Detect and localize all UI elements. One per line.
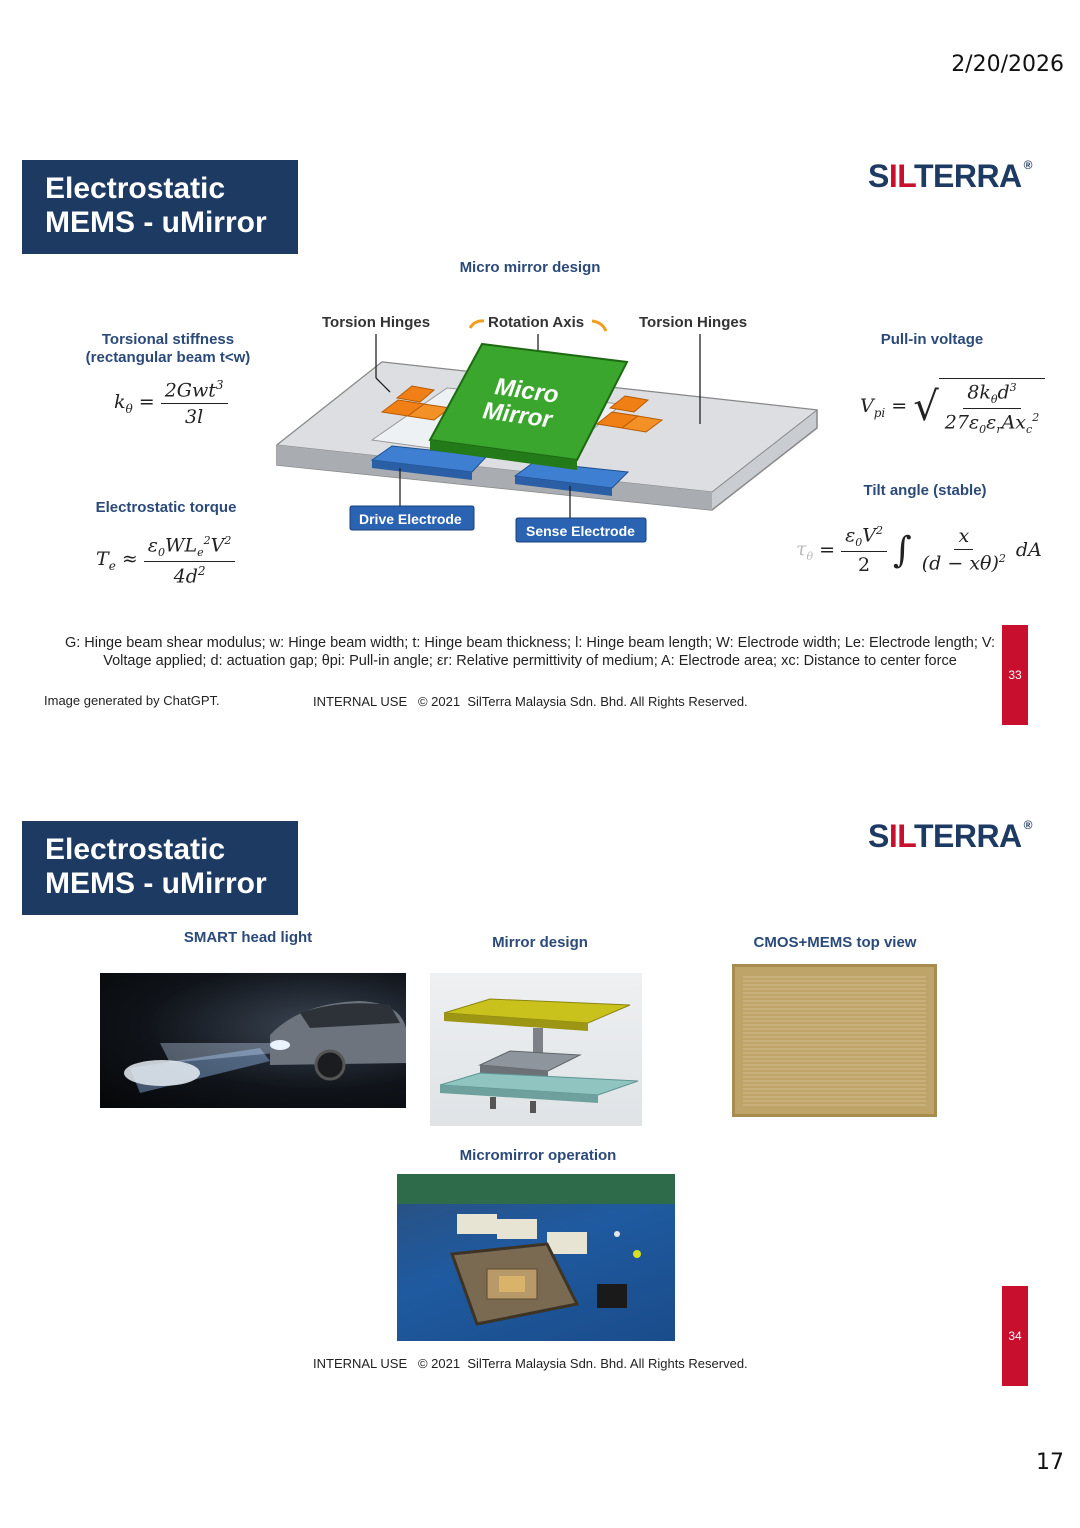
smart-head-light-label: SMART head light	[183, 929, 313, 946]
cmos-mems-label: CMOS+MEMS top view	[753, 934, 917, 951]
rotation-arrow-right	[591, 319, 608, 332]
electrostatic-torque-label: Electrostatic torque	[95, 499, 237, 516]
page-date: 2/20/2026	[951, 52, 1064, 77]
silterra-logo: SILTERRA®	[868, 818, 1032, 854]
sense-electrode-tag	[515, 517, 647, 543]
footer-copyright: INTERNAL USE © 2021 SilTerra Malaysia Sd…	[313, 1356, 748, 1371]
mirror-design-label: Mirror design	[492, 934, 588, 951]
pull-in-voltage-label: Pull-in voltage	[880, 331, 984, 348]
slide-title: Electrostatic MEMS - uMirror	[22, 821, 298, 915]
symbol-legend: G: Hinge beam shear modulus; w: Hinge be…	[64, 635, 996, 669]
slide-number-33: 33	[1002, 625, 1028, 725]
silterra-logo: SILTERRA®	[868, 158, 1032, 194]
drive-electrode-tag	[349, 505, 475, 531]
sense-electrode-label: Sense Electrode	[526, 523, 635, 539]
figure-title: Micro mirror design	[459, 259, 601, 276]
title-line-2: MEMS - uMirror	[45, 867, 267, 900]
slide-title: Electrostatic MEMS - uMirror	[22, 160, 298, 254]
micromirror-operation-image	[397, 1174, 675, 1341]
title-line-2: MEMS - uMirror	[45, 206, 267, 239]
cmos-mems-image	[732, 964, 937, 1117]
page-number: 17	[1036, 1450, 1064, 1475]
torsion-hinges-left-label: Torsion Hinges	[322, 314, 430, 331]
smart-headlight-image	[100, 973, 406, 1108]
drive-electrode-label: Drive Electrode	[359, 511, 462, 527]
micromirror-operation-label: Micromirror operation	[459, 1147, 617, 1164]
torsion-hinges-right-label: Torsion Hinges	[639, 314, 747, 331]
slide-33: Electrostatic MEMS - uMirror SILTERRA® M…	[0, 0, 1080, 740]
torsional-stiffness-label: Torsional stiffness (rectangular beam t<…	[85, 331, 251, 366]
slide-number-34: 34	[1002, 1286, 1028, 1386]
title-line-1: Electrostatic	[45, 172, 226, 205]
image-credit: Image generated by ChatGPT.	[44, 693, 220, 708]
footer-copyright: INTERNAL USE © 2021 SilTerra Malaysia Sd…	[313, 694, 748, 709]
tilt-angle-label: Tilt angle (stable)	[863, 482, 987, 499]
sense-electrode-shape	[513, 461, 630, 489]
mirror-plate	[428, 342, 629, 462]
mirror-design-image	[430, 973, 642, 1126]
micro-mirror-diagram: Micro Mirror Torsion Hinges Rotation Axi…	[275, 314, 819, 543]
rotation-axis-label: Rotation Axis	[488, 314, 584, 331]
rotation-arrow-left	[468, 319, 485, 329]
title-line-1: Electrostatic	[45, 833, 226, 866]
